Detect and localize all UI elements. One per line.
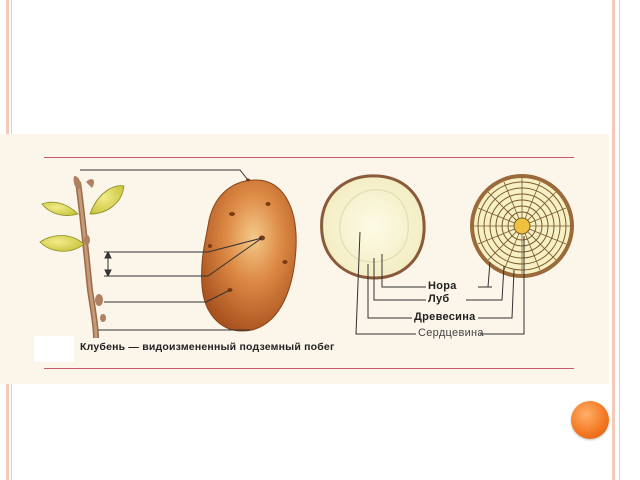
label-drevesina: Древесина	[414, 311, 476, 323]
label-lub: Луб	[428, 293, 450, 305]
right-border-rail	[612, 0, 615, 480]
label-serdcevina: Сердцевина	[418, 327, 484, 339]
caption: Клубень — видоизмененный подземный побег	[80, 341, 335, 353]
right-border-rail-thin	[619, 0, 620, 480]
leaf-upper-left	[41, 201, 79, 216]
blank-patch	[34, 336, 74, 362]
leader-lines-labels	[355, 231, 525, 335]
leaf-upper-right	[89, 185, 125, 215]
bottom-rule-line	[44, 368, 574, 369]
label-nora: Нора	[428, 280, 457, 292]
stem-cross-section	[470, 174, 574, 278]
orange-circle-icon[interactable]	[571, 401, 609, 439]
potato-tuber	[201, 179, 297, 332]
leaf-lower-left	[39, 235, 85, 252]
top-rule-line	[44, 157, 574, 158]
shoot-stem	[73, 176, 106, 339]
node-bracket	[104, 250, 112, 278]
leader-lines-tuber	[80, 169, 263, 331]
